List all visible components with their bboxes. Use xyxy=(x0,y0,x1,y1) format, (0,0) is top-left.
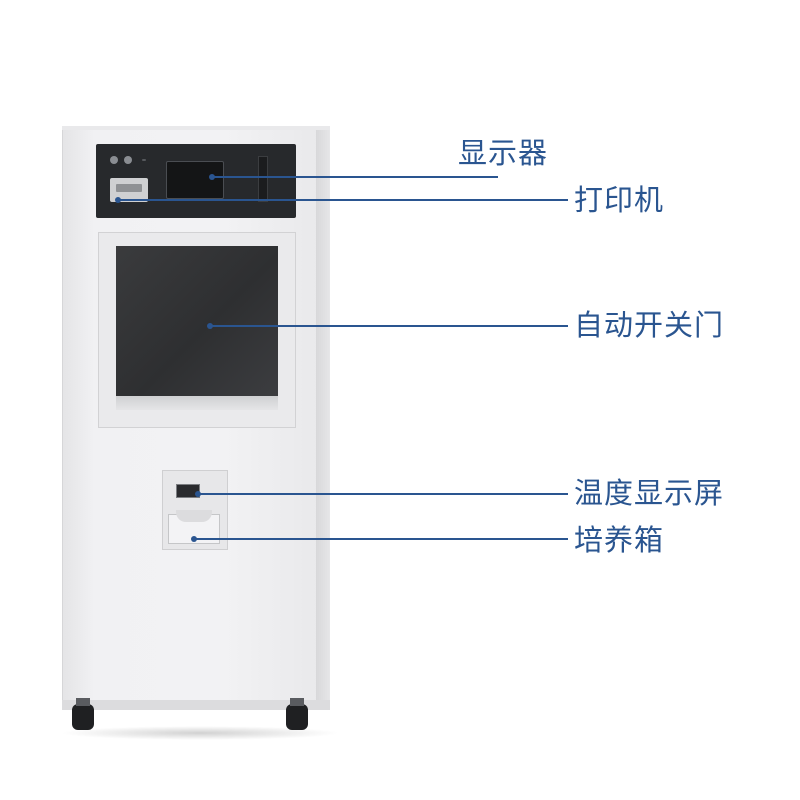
callout-line-printer xyxy=(118,199,568,201)
callout-line-display xyxy=(212,176,498,178)
callout-line-temperature-screen xyxy=(198,493,568,495)
paper-slot xyxy=(258,156,268,202)
automatic-door xyxy=(116,246,278,410)
callout-dot-door xyxy=(207,323,213,329)
callout-dot-temperature-screen xyxy=(195,491,201,497)
callout-label-display: 显示器 xyxy=(458,136,549,170)
indicator-light xyxy=(110,156,118,164)
control-panel xyxy=(96,144,296,218)
display-screen xyxy=(166,161,224,199)
callout-line-incubator xyxy=(194,538,568,540)
cabinet-side xyxy=(316,130,330,708)
floor-shadow xyxy=(60,726,340,740)
callout-label-door: 自动开关门 xyxy=(574,308,725,342)
callout-line-door xyxy=(210,325,568,327)
indicator-light xyxy=(124,156,132,164)
cabinet-base xyxy=(62,700,330,710)
caster-wheel xyxy=(72,698,94,730)
indicator-mark xyxy=(142,159,146,161)
callout-dot-printer xyxy=(115,197,121,203)
callout-label-printer: 打印机 xyxy=(574,183,665,217)
callout-dot-incubator xyxy=(191,536,197,542)
caster-wheel xyxy=(286,698,308,730)
callout-label-incubator: 培养箱 xyxy=(574,523,665,557)
callout-label-temperature-screen: 温度显示屏 xyxy=(574,476,725,510)
callout-dot-display xyxy=(209,174,215,180)
cabinet-top-edge xyxy=(62,126,330,130)
